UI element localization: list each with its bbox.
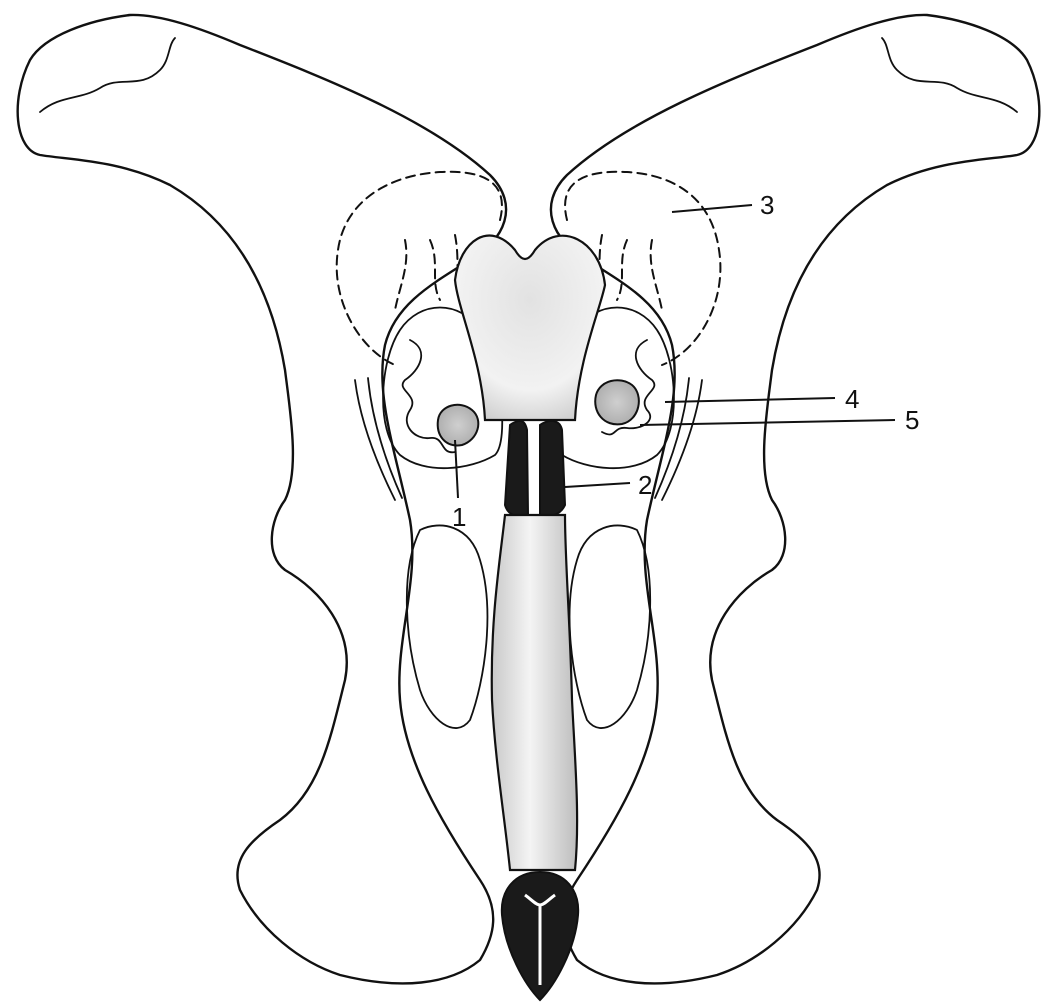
left-pelvic-bone (18, 15, 506, 983)
right-obturator-foramen (570, 525, 651, 728)
cervix-right (540, 421, 565, 516)
vagina (492, 515, 577, 870)
right-ovary (595, 380, 639, 424)
label-3: 3 (760, 190, 774, 220)
uterus-body (455, 236, 605, 420)
label-5: 5 (905, 405, 919, 435)
left-obturator-foramen (407, 525, 488, 728)
label-2: 2 (638, 470, 652, 500)
leader-2 (565, 483, 630, 487)
left-ovary (438, 405, 479, 446)
leader-1 (455, 440, 458, 498)
right-pelvic-bone (551, 15, 1039, 983)
cervix (505, 421, 528, 516)
label-1: 1 (452, 502, 466, 532)
label-4: 4 (845, 384, 859, 414)
